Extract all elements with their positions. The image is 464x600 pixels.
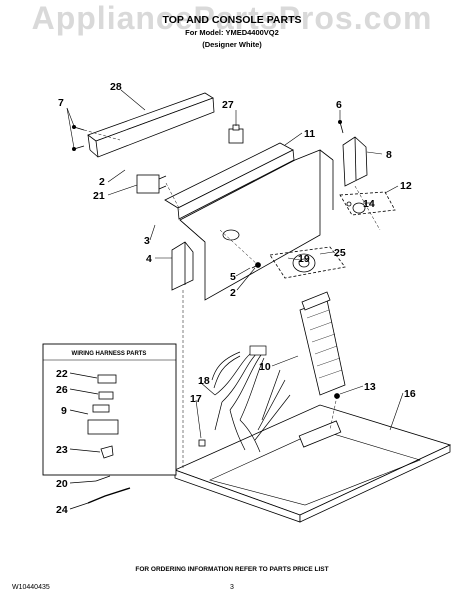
document-number: W10440435 <box>12 584 50 591</box>
part-knob-assembly-14 <box>339 191 396 216</box>
part-9-connector <box>92 404 110 413</box>
part-end-cap-right <box>342 136 368 187</box>
callout-5: 5 <box>230 271 236 283</box>
callout-16: 16 <box>404 388 416 400</box>
part-9-block <box>87 419 119 435</box>
wiring-harness-inset <box>42 343 177 510</box>
callout-6: 6 <box>336 99 342 111</box>
callout-13: 13 <box>364 381 376 393</box>
part-switch-27 <box>228 124 244 144</box>
part-23-clip <box>100 445 114 459</box>
watermark: AppliancePartsPros.com <box>31 0 433 36</box>
part-knob-25 <box>269 246 346 279</box>
part-24-tie <box>87 487 131 504</box>
callout-23: 23 <box>56 444 68 456</box>
part-screws-6 <box>337 120 344 134</box>
callout-2b: 2 <box>230 287 236 299</box>
callout-12: 12 <box>400 180 412 192</box>
callout-18: 18 <box>198 375 210 387</box>
model-line: For Model: YMED4400VQ2 <box>185 28 279 37</box>
alignment-lines <box>83 129 381 470</box>
leader-lines <box>66 89 404 439</box>
callout-21: 21 <box>93 190 105 202</box>
part-dryer-top <box>173 404 452 523</box>
callout-4: 4 <box>146 253 152 265</box>
callout-8: 8 <box>386 149 392 161</box>
part-20-terminal <box>95 475 111 482</box>
callout-19: 19 <box>298 253 310 265</box>
page-number: 3 <box>230 584 234 591</box>
callout-22: 22 <box>56 368 68 380</box>
callout-26: 26 <box>56 384 68 396</box>
part-clip-17 <box>198 439 206 447</box>
part-timer-21 <box>136 174 167 194</box>
callout-11: 11 <box>304 128 315 140</box>
part-22-connector <box>97 374 117 384</box>
part-control-panel <box>164 142 334 301</box>
part-26-connector <box>98 391 114 400</box>
part-wiring-harness <box>211 345 291 453</box>
callout-14: 14 <box>363 198 375 210</box>
part-lint-screen <box>299 291 346 396</box>
part-end-cap-left <box>171 241 194 291</box>
callout-3: 3 <box>144 235 150 247</box>
callout-10: 10 <box>259 361 271 373</box>
model-variant: (Designer White) <box>202 40 262 49</box>
part-screws-7 <box>72 125 85 151</box>
part-console-back-panel <box>87 92 215 158</box>
wiring-box-title: WIRING HARNESS PARTS <box>72 351 147 357</box>
diagram-title: TOP AND CONSOLE PARTS <box>162 14 302 26</box>
callout-7: 7 <box>58 97 64 109</box>
callout-9: 9 <box>61 405 67 417</box>
callout-27: 27 <box>222 99 234 111</box>
ordering-note: FOR ORDERING INFORMATION REFER TO PARTS … <box>135 566 329 573</box>
callout-24: 24 <box>56 504 68 516</box>
callout-28: 28 <box>110 81 122 93</box>
callout-2a: 2 <box>99 176 105 188</box>
callout-20: 20 <box>56 478 68 490</box>
callout-25: 25 <box>334 247 346 259</box>
callout-17: 17 <box>190 393 202 405</box>
